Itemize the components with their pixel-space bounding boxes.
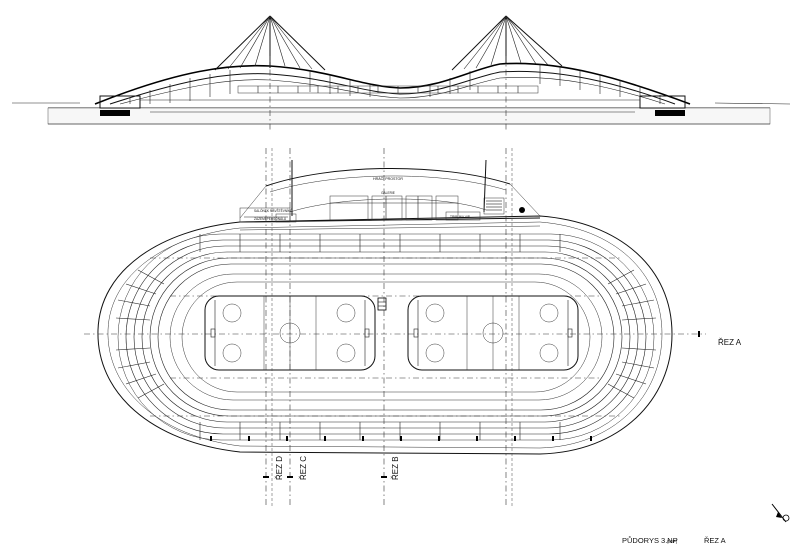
foundation-right: [655, 110, 685, 116]
service-room-label: ZÁZEMÍ PERSONÁLU: [254, 217, 287, 221]
section-arrow-marks: [263, 331, 700, 478]
outer-shell: [97, 215, 673, 455]
section-mark-d: ŘEZ D: [275, 456, 284, 480]
track-outer: [169, 273, 603, 401]
rink-right: [407, 295, 579, 371]
seating-radials-left: [115, 269, 165, 399]
pylon-right: [451, 15, 563, 71]
vip-room-label: SALÓNEK NÁVŠTĚVNÍKŮ: [254, 208, 293, 213]
glazing-band: [237, 85, 539, 94]
sheet-title: PŮDORYS 3.NP: [622, 536, 678, 545]
seating-radials-right: [607, 269, 657, 399]
roof-truss-lower: [119, 77, 666, 105]
corridor-label: HRÁČI PROSTOR: [373, 176, 403, 181]
track-inner: [181, 281, 591, 393]
seating-ticks-top: [199, 234, 561, 252]
pylon-left: [214, 15, 326, 71]
stand-ring-1: [117, 233, 655, 441]
stand-ring-3: [133, 245, 639, 429]
stand-ring-6: [157, 263, 615, 411]
floor-plan: HRÁČI PROSTOR GALERIE SALÓNEK NÁVŠTĚVNÍK…: [84, 148, 706, 506]
section-elevation: [12, 15, 791, 130]
section-mark-a: ŘEZ A: [718, 338, 742, 347]
terrain-right: [714, 102, 791, 105]
section-mark-b: ŘEZ B: [391, 456, 400, 480]
vip-block: [239, 159, 541, 231]
stand-ring-4: [141, 251, 631, 423]
bottom-posts: [210, 436, 592, 441]
sheet-title-sub: (VIP): [667, 539, 678, 544]
base-block-right: [639, 95, 686, 109]
sheet-section-label: ŘEZ A: [704, 536, 726, 545]
roof-inner: [109, 70, 676, 105]
glazing-mullions: [257, 86, 519, 93]
gallery-label: GALERIE: [381, 191, 395, 195]
foundation-left: [100, 110, 130, 116]
north-arrow-icon: [771, 503, 790, 523]
base-block-left: [99, 95, 141, 109]
stand-ring-5: [149, 257, 623, 417]
stand-ring-2: [125, 239, 647, 435]
scoreboard-lines: [378, 301, 386, 307]
tribune-label: TRIBUNA VIP: [450, 215, 470, 219]
roof-outer: [94, 62, 691, 105]
section-mark-c: ŘEZ C: [299, 456, 308, 480]
roof-truss-web: [129, 64, 661, 104]
center-scoreboard: [377, 297, 387, 311]
